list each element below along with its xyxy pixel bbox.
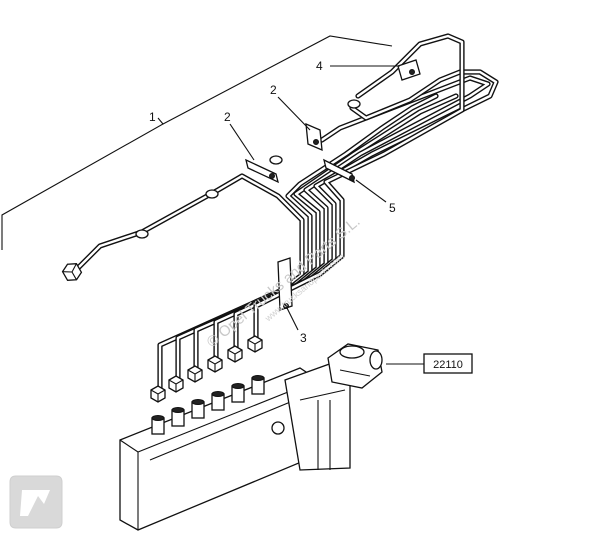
clamp-lower [277, 257, 293, 311]
reference-box-text: 22110 [433, 359, 463, 371]
reference-box: 22110 [423, 353, 473, 374]
leader-lines [229, 65, 424, 365]
label-assembly-1: 1 [149, 110, 156, 124]
clamp-top [397, 59, 421, 81]
label-clamp-2-right: 2 [270, 83, 277, 97]
injector-end-fittings [61, 99, 361, 282]
clamp-right [305, 122, 323, 152]
watermark-logo-icon [9, 475, 63, 529]
label-clamp-5: 5 [389, 201, 396, 215]
injection-pump-body [119, 343, 383, 531]
label-clamp-4: 4 [316, 59, 323, 73]
label-clamp-3: 3 [300, 331, 307, 345]
watermark: © Opel Trucks and Parts S.L. www.trucksa… [204, 213, 364, 351]
clamp-left [245, 158, 279, 184]
pipe-clamps [245, 59, 421, 311]
injection-pipe-bundle [73, 33, 499, 395]
label-clamp-2-left: 2 [224, 110, 231, 124]
pump-outlet-valves [151, 375, 265, 435]
watermark-line1: © Opel Trucks and Parts S.L. [204, 213, 364, 351]
assembly-bracket [1, 35, 393, 250]
pump-top-fitting [327, 343, 383, 389]
pipe-union-nuts [150, 335, 263, 403]
clamp-mid [323, 158, 355, 184]
